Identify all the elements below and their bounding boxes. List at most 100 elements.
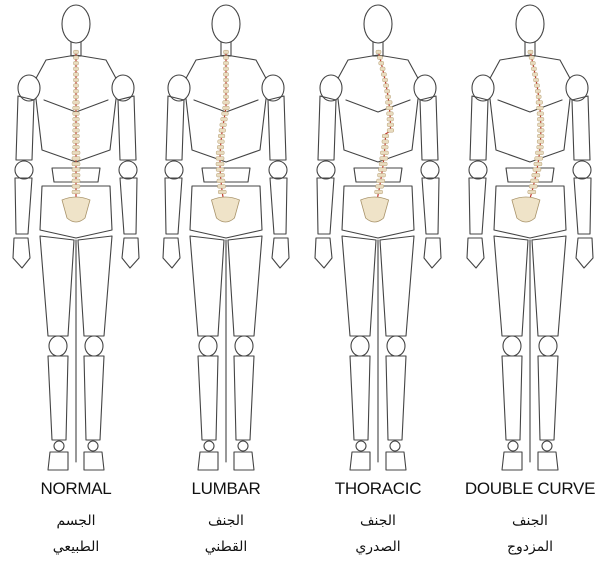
hand-right bbox=[424, 238, 441, 268]
foot-right bbox=[386, 452, 406, 470]
upper-arm-left bbox=[16, 96, 34, 160]
upper-arm-right bbox=[268, 96, 286, 160]
caption-title: DOUBLE CURVE bbox=[454, 478, 606, 500]
vertebra bbox=[380, 67, 385, 71]
vertebra bbox=[377, 179, 385, 183]
forearm-left bbox=[15, 178, 32, 234]
vertebra bbox=[218, 185, 226, 189]
vertebra bbox=[536, 101, 543, 105]
vertebra bbox=[538, 123, 545, 127]
vertebra bbox=[220, 123, 227, 127]
hand-left bbox=[13, 238, 30, 268]
vertebra bbox=[537, 140, 544, 144]
thigh-right bbox=[380, 236, 414, 336]
pelvis-bone bbox=[512, 197, 540, 222]
shin-left bbox=[48, 356, 68, 440]
vertebra bbox=[72, 157, 80, 161]
vertebra bbox=[534, 78, 539, 82]
vertebra bbox=[535, 84, 540, 88]
forearm-left bbox=[317, 178, 334, 234]
thigh-left bbox=[190, 236, 224, 336]
vertebra bbox=[224, 67, 229, 71]
vertebra bbox=[73, 145, 80, 149]
pelvis-bone bbox=[361, 197, 389, 222]
shin-left bbox=[198, 356, 218, 440]
knee-right bbox=[85, 336, 103, 356]
vertebra bbox=[73, 129, 80, 133]
vertebra bbox=[382, 134, 389, 138]
elbow-left bbox=[15, 161, 33, 179]
vertebra bbox=[387, 117, 394, 121]
vertebra bbox=[74, 95, 79, 99]
vertebra bbox=[216, 168, 224, 172]
vertebra bbox=[537, 134, 544, 138]
upper-arm-right bbox=[420, 96, 438, 160]
vertebra bbox=[387, 129, 394, 133]
vertebra bbox=[375, 190, 383, 194]
thigh-left bbox=[40, 236, 74, 336]
knee-right bbox=[235, 336, 253, 356]
vertebra bbox=[222, 112, 229, 116]
vertebra bbox=[73, 140, 80, 144]
caption-thoracic: THORACIC الجنف الصدري bbox=[302, 478, 454, 560]
vertebra bbox=[74, 84, 79, 88]
chest bbox=[336, 55, 420, 162]
vertebra bbox=[224, 50, 229, 54]
vertebra bbox=[72, 179, 80, 183]
foot-left bbox=[198, 452, 218, 470]
vertebra bbox=[74, 67, 79, 71]
foot-right bbox=[84, 452, 104, 470]
head bbox=[364, 5, 392, 43]
vertebra bbox=[531, 179, 539, 183]
elbow-right bbox=[269, 161, 287, 179]
forearm-right bbox=[422, 178, 439, 234]
vertebra bbox=[533, 73, 538, 77]
vertebra bbox=[537, 112, 544, 116]
chest bbox=[488, 55, 572, 162]
vertebra bbox=[529, 56, 534, 60]
vertebra bbox=[72, 162, 80, 166]
vertebra bbox=[384, 84, 389, 88]
elbow-left bbox=[469, 161, 487, 179]
foot-right bbox=[234, 452, 254, 470]
vertebra bbox=[224, 56, 229, 60]
vertebra bbox=[531, 67, 536, 71]
forearm-left bbox=[469, 178, 486, 234]
vertebra bbox=[535, 151, 543, 155]
vertebra bbox=[218, 134, 225, 138]
vertebra bbox=[376, 185, 384, 189]
thigh-right bbox=[532, 236, 566, 336]
vertebra bbox=[537, 117, 544, 121]
vertebra bbox=[72, 185, 80, 189]
knee-left bbox=[503, 336, 521, 356]
foot-left bbox=[48, 452, 68, 470]
caption-arabic-line2: الطبيعي bbox=[0, 534, 152, 560]
waist bbox=[506, 168, 554, 182]
vertebra bbox=[224, 95, 229, 99]
caption-lumbar: LUMBAR الجنف القطني bbox=[150, 478, 302, 560]
knee-left bbox=[49, 336, 67, 356]
forearm-left bbox=[165, 178, 182, 234]
figure-normal bbox=[13, 5, 139, 470]
vertebra bbox=[72, 151, 80, 155]
vertebra bbox=[533, 168, 541, 172]
head bbox=[516, 5, 544, 43]
pelvis-bone bbox=[62, 197, 90, 222]
vertebra bbox=[73, 134, 80, 138]
vertebra bbox=[538, 129, 545, 133]
vertebra bbox=[537, 145, 544, 149]
forearm-right bbox=[574, 178, 591, 234]
forearm-right bbox=[120, 178, 137, 234]
vertebra bbox=[382, 140, 389, 144]
vertebra bbox=[382, 145, 389, 149]
vertebra bbox=[534, 162, 542, 166]
vertebra bbox=[529, 185, 537, 189]
caption-arabic-line1: الجنف bbox=[150, 508, 302, 534]
hand-right bbox=[576, 238, 593, 268]
waist bbox=[202, 168, 250, 182]
pelvis-bone bbox=[211, 197, 239, 222]
knee-left bbox=[199, 336, 217, 356]
ankle-right bbox=[88, 441, 98, 451]
vertebra bbox=[74, 78, 79, 82]
